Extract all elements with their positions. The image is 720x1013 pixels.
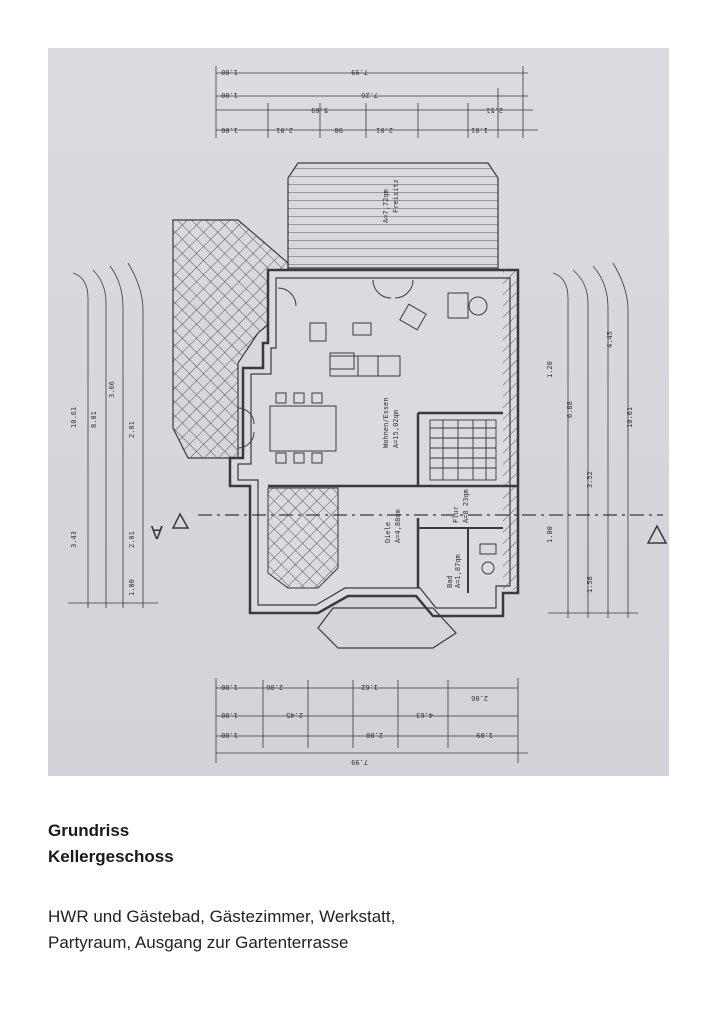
- section-label: A: [150, 521, 163, 542]
- right-dimension-lines: [548, 262, 638, 618]
- wooden-deck: [287, 162, 499, 269]
- section-marker-left: [171, 512, 190, 529]
- dim-label: 1.09: [476, 731, 493, 739]
- dim-label: 10.61: [70, 407, 78, 428]
- room-area-flur: A=8 23qm: [462, 489, 470, 523]
- dim-label: 7.26: [361, 91, 378, 99]
- dim-label: 2.51: [486, 106, 503, 114]
- dim-label: 3.43: [70, 531, 78, 548]
- room-label-wohnen: Wohnen/Essen: [382, 397, 390, 448]
- deck-area: A=7,72qm: [382, 189, 390, 223]
- caption-title: Grundriss Kellergeschoss: [48, 818, 174, 870]
- caption-title-line1: Grundriss: [48, 821, 130, 840]
- dim-label: 1.62: [361, 683, 378, 691]
- dim-label: 7.99: [351, 68, 368, 76]
- dim-label: 1.20: [546, 361, 554, 378]
- dim-label: 4.63: [416, 711, 433, 719]
- dim-label: 2.01: [276, 126, 293, 134]
- room-area-bad: A=1,87qm: [454, 554, 462, 588]
- dim-label: 6.88: [566, 401, 574, 418]
- caption-description: HWR und Gästebad, Gästezimmer, Werkstatt…: [48, 904, 395, 956]
- room-label-bad: Bad: [446, 575, 454, 588]
- room-area-diele: A=4,88qm: [394, 509, 402, 543]
- entrance-bay: [317, 607, 457, 649]
- dim-label: 2.01: [376, 126, 393, 134]
- dim-label: 3.66: [108, 381, 116, 398]
- caption-title-line2: Kellergeschoss: [48, 847, 174, 866]
- caption-desc-line1: HWR und Gästebad, Gästezimmer, Werkstatt…: [48, 907, 396, 926]
- dim-label: 2.06: [266, 683, 283, 691]
- room-label-diele: Diele: [384, 522, 392, 543]
- floor-plan-photo: 7.99 7.26 5.69 2.01 98 2.01 1.01 1.00 2.…: [48, 48, 669, 776]
- dim-label: 10.61: [626, 407, 634, 428]
- caption-desc-line2: Partyraum, Ausgang zur Gartenterrasse: [48, 933, 349, 952]
- section-marker-right: [646, 524, 668, 544]
- bottom-dimension-lines: [215, 678, 528, 763]
- dim-label: 1.00: [221, 711, 238, 719]
- dim-label: 1.00: [221, 731, 238, 739]
- deck-label: Freisitz: [392, 179, 400, 213]
- top-dimension-labels: 7.99 7.26 5.69 2.01 98 2.01 1.01 1.00 2.…: [221, 68, 503, 134]
- dim-label: 2.06: [471, 694, 488, 702]
- left-dimension-labels: 10.61 8.01 3.66 2.01 3.43 2.01 1.00: [70, 381, 136, 596]
- kitchen-area: [267, 487, 339, 589]
- room-label-flur: Flur: [452, 506, 460, 523]
- top-dimension-lines: [215, 66, 538, 138]
- dim-label: 1.00: [221, 91, 238, 99]
- dim-label: 1.00: [546, 526, 554, 543]
- dim-label: 8.01: [90, 411, 98, 428]
- dim-label: 2.00: [366, 731, 383, 739]
- staircase: [429, 419, 497, 481]
- right-dimension-labels: 6.88 4.45 1.20 3.52 10.61 1.00 1.58: [546, 331, 634, 593]
- dim-label: 2.01: [128, 531, 136, 548]
- dim-label: 1.00: [221, 126, 238, 134]
- dim-label: 1.00: [221, 683, 238, 691]
- dim-label: 1.00: [128, 579, 136, 596]
- furniture: [237, 279, 497, 575]
- floor-plan-drawing: 7.99 7.26 5.69 2.01 98 2.01 1.01 1.00 2.…: [68, 66, 668, 766]
- dim-label: 4.45: [606, 331, 614, 348]
- room-area-wohnen: A=15,02qm: [392, 410, 400, 448]
- dim-label: 3.52: [586, 471, 594, 488]
- dim-label: 1.01: [471, 126, 488, 134]
- bottom-dimension-labels: 2.06 1.62 1.00 2.06 1.00 2.45 4.63 1.00 …: [221, 683, 493, 766]
- terrace-hatch-left: [172, 219, 289, 459]
- dim-label: 7.99: [351, 758, 368, 766]
- dim-label: 2.45: [286, 711, 303, 719]
- dim-label: 5.69: [311, 106, 328, 114]
- dim-label: 2.01: [128, 421, 136, 438]
- dim-label: 1.00: [221, 68, 238, 76]
- left-dimension-lines: [68, 262, 158, 608]
- dim-label: 1.58: [586, 576, 594, 593]
- dim-label: 98: [335, 126, 343, 134]
